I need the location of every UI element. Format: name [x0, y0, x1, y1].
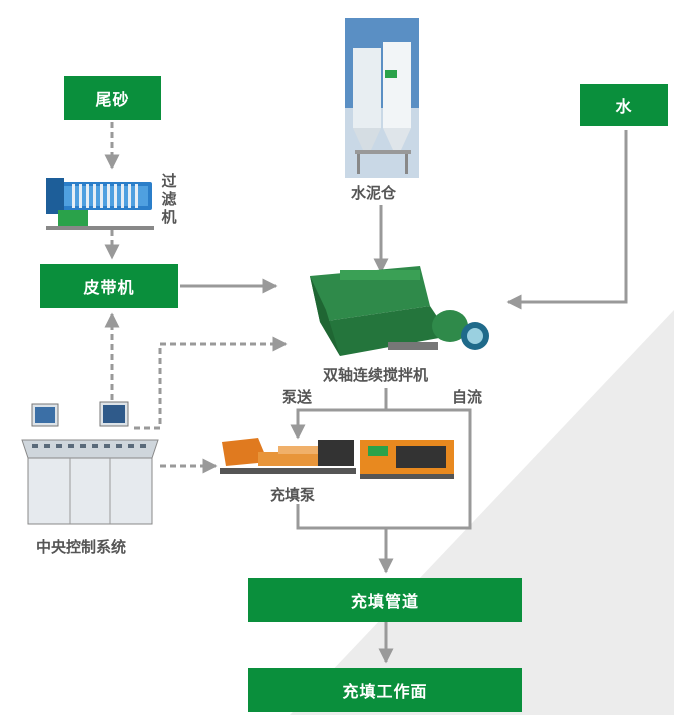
fill-face-box: 充填工作面 — [248, 668, 522, 712]
belt-conveyor-box: 皮带机 — [40, 264, 178, 308]
fill-face-label: 充填工作面 — [342, 682, 428, 701]
fill-pump-label: 充填泵 — [270, 486, 316, 504]
fill-pump-icon — [220, 438, 454, 479]
mixer-label: 双轴连续搅拌机 — [323, 366, 429, 384]
cement-silo-icon — [345, 18, 419, 178]
tailings-label: 尾砂 — [95, 90, 130, 109]
gravity-flow-label: 自流 — [452, 388, 483, 406]
arrow-control-to-mixer — [134, 336, 288, 430]
control-system-label: 中央控制系统 — [36, 538, 127, 556]
belt-conveyor-label: 皮带机 — [83, 278, 135, 297]
arrow-mixer-to-pump — [290, 388, 388, 440]
twin-shaft-mixer-icon — [310, 266, 489, 356]
cement-silo-label: 水泥仓 — [351, 184, 397, 202]
pump-delivery-label: 泵送 — [282, 388, 313, 406]
arrow-water-to-mixer — [506, 130, 628, 310]
filter-press-icon — [46, 178, 154, 230]
water-label: 水 — [615, 97, 633, 116]
tailings-box: 尾砂 — [64, 76, 161, 120]
filter-label: 过滤机 — [161, 172, 177, 226]
water-box: 水 — [580, 84, 668, 126]
fill-pipe-box: 充填管道 — [248, 578, 522, 622]
control-console-icon — [21, 401, 159, 525]
line-pump-to-pipe — [296, 504, 386, 530]
line-mixer-gravity — [386, 408, 472, 530]
fill-pipe-label: 充填管道 — [350, 592, 419, 611]
